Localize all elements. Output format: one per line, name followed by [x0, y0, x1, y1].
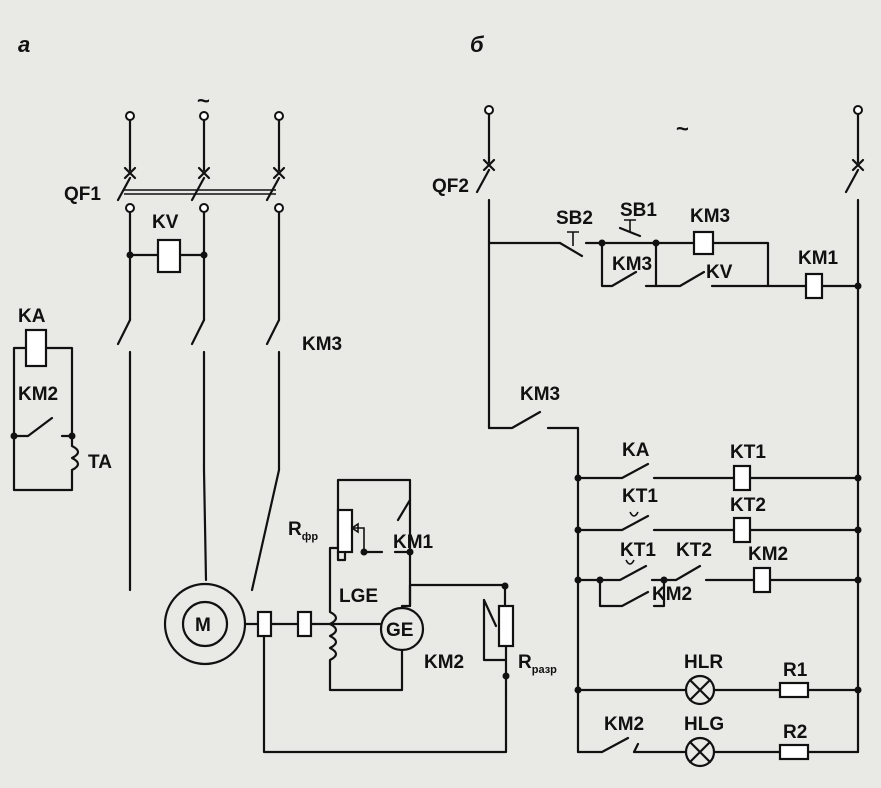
- panel-label-a: а: [18, 32, 30, 57]
- hlr-label: HLR: [684, 652, 723, 673]
- km2-contact-bypass: [12, 416, 74, 438]
- r1-resistor: [778, 681, 810, 699]
- hlg-label: HLG: [684, 714, 724, 735]
- r2-label: R2: [783, 722, 807, 743]
- km1-field-contact: [396, 498, 412, 522]
- ka-label-b: KA: [622, 440, 650, 461]
- phase-terminal-3: [274, 111, 284, 121]
- qf2-contacts: [475, 168, 860, 194]
- control-circuit: QF2 SB2 SB1 KM3 KM3 KV KM1 KM3 KA: [432, 105, 865, 768]
- kt1-label-b1: KT1: [622, 486, 658, 507]
- r-razr-label: Rразр: [518, 652, 557, 676]
- motor-inner: [181, 600, 229, 648]
- qf1-label: QF1: [64, 184, 101, 205]
- motor-label: M: [195, 615, 211, 636]
- km3-coil-label: KM3: [690, 206, 730, 227]
- kt1-coil-label: KT1: [730, 442, 766, 463]
- kt2-coil: [732, 516, 752, 544]
- discharge-resistor: [497, 604, 515, 648]
- ta-transformer: [70, 434, 80, 472]
- km2-label-b2: KM2: [604, 714, 644, 735]
- km3-coil: [692, 230, 715, 256]
- ge-label: GE: [386, 620, 413, 641]
- kt1-contact-b: [576, 514, 860, 532]
- ka-relay-coil: [24, 328, 48, 368]
- ac-symbol-a: ~: [197, 88, 210, 113]
- km1-coil-label: KM1: [798, 248, 839, 269]
- ka-label: KA: [18, 306, 46, 327]
- panel-label-b: б: [470, 32, 485, 57]
- r2-resistor: [778, 743, 810, 761]
- breaker-trip-mark-2: [197, 166, 211, 180]
- km2-label-b1: KM2: [652, 584, 692, 605]
- qf1-mechanical-link: [124, 189, 276, 195]
- km2-coil-label: KM2: [748, 544, 788, 565]
- generator-coupling: [296, 610, 313, 638]
- km3-main-contacts: [116, 318, 281, 346]
- sb2-stop-button: [558, 241, 584, 258]
- field-rheostat: [336, 508, 354, 554]
- kv-label-b: KV: [706, 262, 733, 283]
- return-loop: [262, 634, 508, 754]
- lge-label: LGE: [339, 586, 378, 607]
- km3-contact-b: [487, 410, 580, 754]
- power-circuit: QF1 KV KM3 KA KM2 TA M: [10, 111, 557, 754]
- control-terminal-left: [484, 105, 494, 115]
- km2-discharge-contact: [482, 598, 498, 628]
- kt1-coil: [732, 464, 752, 492]
- km1-coil: [804, 272, 824, 300]
- breaker-trip-mark-1: [123, 166, 137, 180]
- sb2-label: SB2: [556, 208, 593, 229]
- kt2-coil-label: KT2: [730, 495, 766, 516]
- kv-relay-coil: [156, 238, 182, 274]
- r1-label: R1: [783, 660, 808, 681]
- ac-symbol-b: ~: [676, 116, 689, 141]
- km3-label-a: KM3: [302, 334, 342, 355]
- r-fr-label: Rфр: [288, 519, 318, 543]
- km2-hold-contact: [598, 578, 666, 608]
- sb1-label: SB1: [620, 200, 657, 221]
- hlr-lamp: [684, 674, 716, 706]
- km2-label-a2: KM2: [424, 652, 464, 673]
- hlg-lamp: [684, 736, 716, 768]
- km2-coil: [752, 566, 772, 594]
- km1-label-a: KM1: [393, 532, 434, 553]
- phase-terminal-2: [199, 111, 209, 121]
- kt1-label-b2: KT1: [620, 540, 656, 561]
- km3-label-b1: KM3: [612, 254, 652, 275]
- kv-label: KV: [152, 212, 179, 233]
- motor-coupling: [256, 610, 273, 638]
- ka-contact-b: [576, 462, 860, 480]
- phase-terminal-1: [125, 111, 135, 121]
- km3-label-b2: KM3: [520, 384, 560, 405]
- control-terminal-right: [853, 105, 863, 115]
- lge-field-winding: [328, 604, 404, 692]
- km2-label-a: KM2: [18, 384, 58, 405]
- kt2-label-b: KT2: [676, 540, 712, 561]
- ta-label: TA: [88, 452, 112, 473]
- breaker-trip-mark-3: [272, 166, 286, 180]
- qf2-label: QF2: [432, 176, 469, 197]
- qf1-contacts: [116, 176, 281, 202]
